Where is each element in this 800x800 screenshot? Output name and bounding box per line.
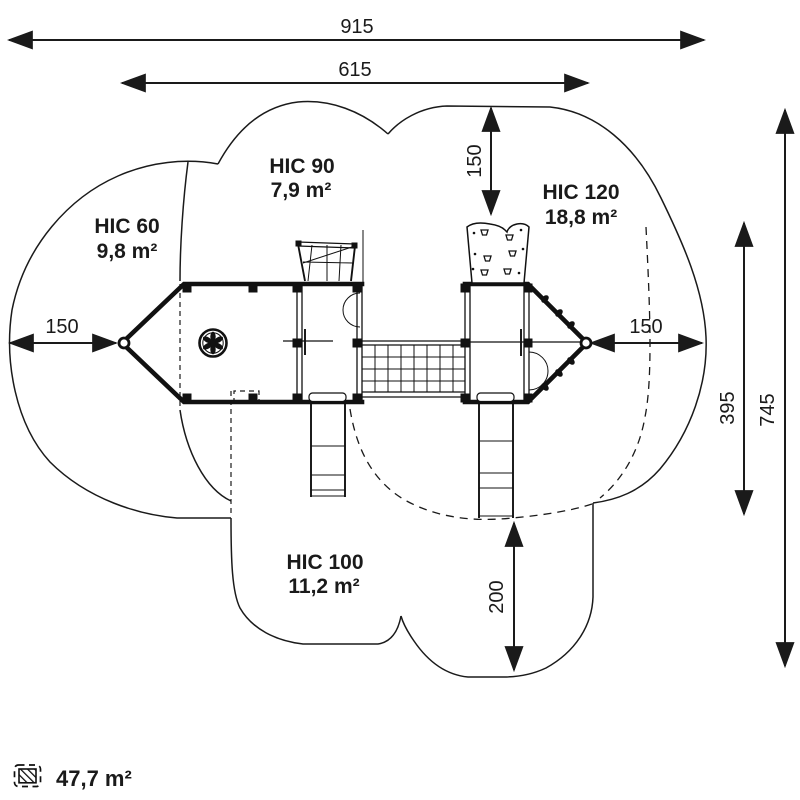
climbing-wall xyxy=(466,222,530,284)
zone-area-hic90: 7,9 m² xyxy=(271,179,332,202)
dim-zone-height-label: 395 xyxy=(717,391,739,424)
playground-structure-plan xyxy=(117,222,593,518)
zone-area-hic120: 18,8 m² xyxy=(545,206,617,229)
zone-label-hic60: HIC 60 xyxy=(94,215,159,238)
ladder-left xyxy=(308,392,347,497)
dimension-lines xyxy=(6,30,795,673)
steering-wheel-icon xyxy=(198,328,228,358)
wall-holds xyxy=(480,229,517,276)
dim-top-clearance-label: 150 xyxy=(464,144,486,177)
apex-ring-right xyxy=(579,336,593,350)
legend-total-area-label: 47,7 m² xyxy=(56,766,132,791)
zone-label-hic90: HIC 90 xyxy=(269,155,334,178)
dim-bottom-clearance-label: 200 xyxy=(486,580,508,613)
legend: 47,7 m² xyxy=(13,764,132,791)
hic-zone-hidden-boundaries xyxy=(179,226,651,520)
zone-label-hic100: HIC 100 xyxy=(286,551,363,574)
dim-right-clearance-label: 150 xyxy=(629,316,662,338)
ladder-right xyxy=(476,392,515,518)
hic-zone-outline xyxy=(8,100,707,678)
hatched-area-icon xyxy=(13,764,42,788)
dim-total-height-label: 745 xyxy=(757,393,779,426)
dim-left-clearance-label: 150 xyxy=(45,316,78,338)
zone-label-hic120: HIC 120 xyxy=(542,181,619,204)
zone-area-hic100: 11,2 m² xyxy=(288,575,359,598)
dim-total-width-label: 915 xyxy=(340,16,373,38)
prow-climbing-holds xyxy=(541,295,575,391)
apex-ring-left xyxy=(117,336,131,350)
net-climber xyxy=(295,230,364,283)
zone-area-hic60: 9,8 m² xyxy=(97,240,158,263)
dim-equipment-width-label: 615 xyxy=(338,59,371,81)
post-markers xyxy=(182,283,533,403)
